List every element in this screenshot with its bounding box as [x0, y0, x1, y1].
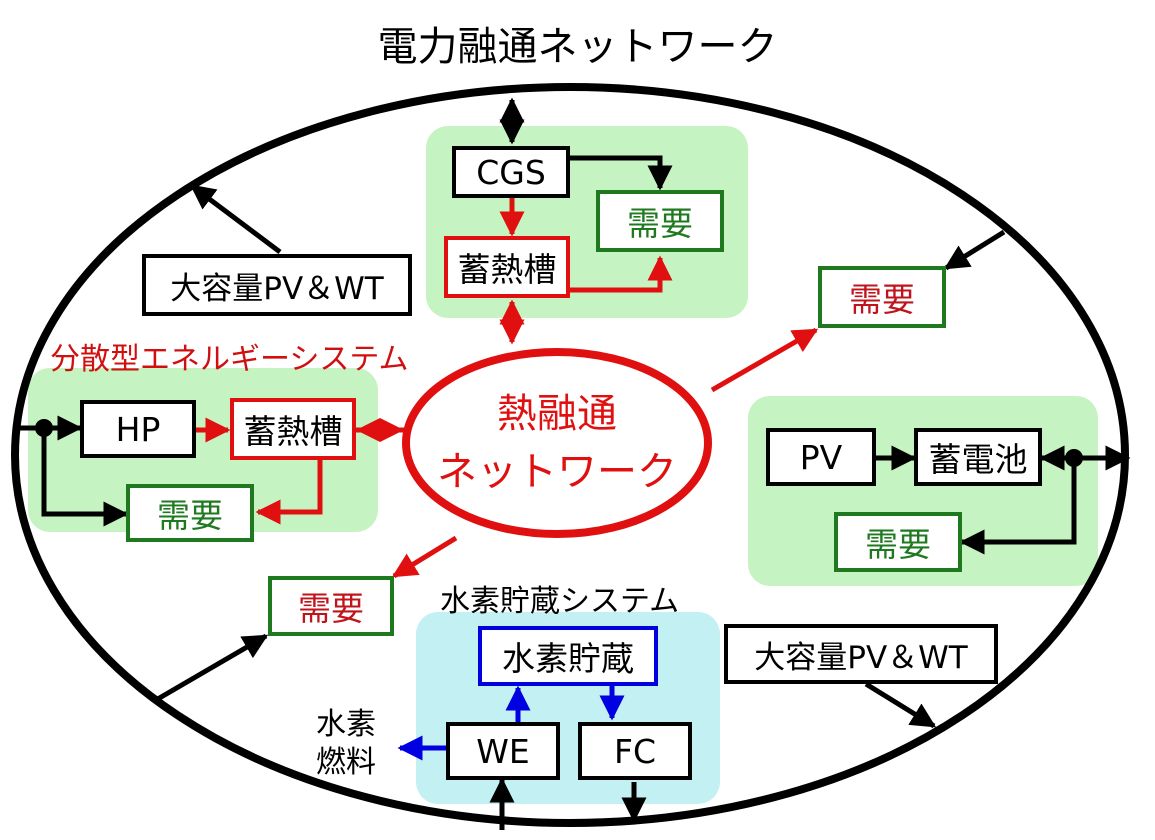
- cgs-heat-storage-box: 蓄熱槽: [444, 236, 570, 298]
- distributed-demand-box: 需要: [126, 484, 254, 542]
- hp-box: HP: [80, 400, 196, 458]
- battery-box: 蓄電池: [914, 428, 1042, 486]
- hydrogen-storage-box: 水素貯蔵: [478, 626, 658, 686]
- distributed-group-label: 分散型エネルギーシステム: [50, 342, 409, 377]
- cgs-demand-box: 需要: [596, 190, 724, 252]
- electric-links: [14, 97, 1131, 830]
- pv-box: PV: [766, 428, 876, 486]
- largepv-bottom-to-grid: [864, 681, 937, 729]
- large-pv-bottom-box: 大容量PV＆WT: [724, 624, 998, 684]
- we-box: WE: [446, 722, 560, 780]
- storage-to-cgs-demand: [568, 255, 673, 293]
- pv-demand-box: 需要: [834, 512, 962, 572]
- page-title: 電力融通ネットワーク: [377, 24, 778, 70]
- hub-to-demand-right: [710, 327, 819, 393]
- hydrogen-links: [397, 685, 625, 761]
- fc-box: FC: [578, 722, 692, 780]
- grid-to-demand-left: [154, 633, 269, 703]
- junction-to-demand-left: [41, 428, 129, 527]
- demand-left-box: 需要: [268, 576, 394, 636]
- storage-to-distributed-demand: [255, 460, 323, 525]
- heat-diamond-connector: [356, 418, 404, 442]
- grid-to-demand-right: [943, 229, 1006, 271]
- hydrogen-group-label: 水素貯蔵システム: [440, 584, 680, 619]
- heat-network-hub: 熱融通 ネットワーク: [406, 352, 708, 534]
- hub-line-2: ネットワーク: [437, 449, 677, 495]
- battery-junction-dot: [1065, 449, 1083, 467]
- heat-network-ellipse: [402, 348, 712, 538]
- cgs-box: CGS: [452, 146, 570, 198]
- fuel-line-1: 水素: [316, 707, 376, 742]
- hp-junction-dot: [35, 419, 53, 437]
- largepv-top-to-grid: [190, 184, 282, 254]
- fuel-line-2: 燃料: [316, 745, 376, 780]
- cgs-to-demand: [566, 155, 673, 191]
- hub-line-1: 熱融通: [497, 391, 617, 437]
- hydrogen-fuel-label: 水素 燃料: [300, 706, 392, 782]
- demand-right-box: 需要: [818, 266, 946, 328]
- hub-to-demand-left: [391, 535, 458, 579]
- large-pv-top-box: 大容量PV＆WT: [142, 254, 412, 316]
- distributed-heat-storage-box: 蓄熱槽: [230, 398, 356, 460]
- heat-links: [196, 196, 819, 579]
- junction-to-pv-demand: [959, 458, 1077, 555]
